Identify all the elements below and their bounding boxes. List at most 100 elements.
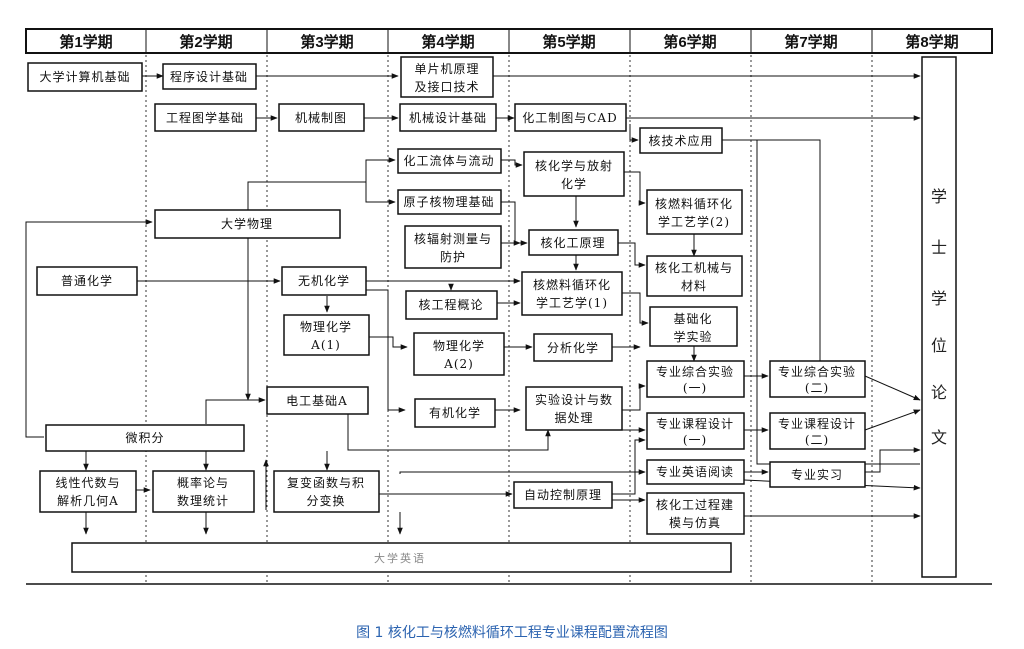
- course-college-physics: 大学物理: [154, 209, 341, 239]
- svg-text:学工艺学(2): 学工艺学(2): [658, 214, 730, 229]
- course-linear-algebra: 线性代数与 解析几何A: [39, 470, 137, 513]
- thesis-char-3: 学: [931, 289, 947, 308]
- svg-text:大学英语: 大学英语: [374, 551, 426, 565]
- svg-text:原子核物理基础: 原子核物理基础: [403, 195, 494, 209]
- svg-text:化学: 化学: [561, 176, 587, 191]
- course-boxes: 大学计算机基础 程序设计基础 单片机原理 及接口技术 工程图学基础 机械制图 机…: [27, 56, 957, 578]
- svg-text:(一): (一): [683, 381, 707, 395]
- svg-text:专业实习: 专业实习: [791, 467, 843, 482]
- svg-text:核化工原理: 核化工原理: [540, 236, 605, 250]
- svg-text:数理统计: 数理统计: [177, 493, 229, 508]
- course-comprehensive-exp-1: 专业综合实验 (一): [646, 360, 745, 398]
- svg-text:物理化学: 物理化学: [433, 338, 485, 353]
- connectors: [25, 73, 921, 535]
- course-microcontroller: 单片机原理 及接口技术: [400, 56, 494, 98]
- course-physical-chemistry-1: 物理化学 A(1): [283, 314, 370, 356]
- course-course-design-2: 专业课程设计 (二): [769, 412, 866, 450]
- svg-text:实验设计与数: 实验设计与数: [535, 392, 613, 407]
- course-radiochem: 核化学与放射 化学: [523, 151, 625, 197]
- thesis-char-6: 文: [931, 428, 947, 447]
- svg-text:核燃料循环化: 核燃料循环化: [533, 277, 611, 292]
- svg-text:核燃料循环化: 核燃料循环化: [655, 196, 733, 211]
- thesis-char-5: 论: [931, 383, 947, 402]
- svg-text:核化工机械与: 核化工机械与: [655, 260, 733, 275]
- svg-text:专业综合实验: 专业综合实验: [778, 364, 856, 379]
- semester-2: 第2学期: [179, 33, 232, 51]
- svg-text:自动控制原理: 自动控制原理: [524, 488, 602, 502]
- figure-caption: 图 1 核化工与核燃料循环工程专业课程配置流程图: [356, 624, 668, 641]
- svg-text:分析化学: 分析化学: [547, 340, 599, 355]
- course-nuclear-chem-principles: 核化工原理: [528, 229, 619, 256]
- svg-text:电工基础A: 电工基础A: [286, 394, 348, 408]
- course-nuclear-tech: 核技术应用: [639, 127, 723, 154]
- svg-text:学工艺学(1): 学工艺学(1): [536, 295, 608, 310]
- semester-header: 第1学期 第2学期 第3学期 第4学期 第5学期 第6学期 第7学期 第8学期: [25, 28, 993, 54]
- semester-5: 第5学期: [542, 33, 595, 51]
- thesis-char-4: 位: [931, 336, 947, 355]
- svg-text:学实验: 学实验: [673, 329, 712, 344]
- course-electrical-basics: 电工基础A: [266, 386, 369, 415]
- svg-text:专业课程设计: 专业课程设计: [778, 416, 856, 431]
- course-nuclear-chem-machinery: 核化工机械与 材料: [646, 255, 743, 297]
- course-english-reading: 专业英语阅读: [646, 459, 745, 485]
- course-comprehensive-exp-2: 专业综合实验 (二): [769, 360, 866, 398]
- course-computer-basics: 大学计算机基础: [27, 62, 143, 92]
- svg-text:核辐射测量与: 核辐射测量与: [414, 231, 492, 246]
- course-experiment-design: 实验设计与数 据处理: [525, 386, 623, 431]
- svg-text:微积分: 微积分: [125, 431, 164, 445]
- course-analytical-chemistry: 分析化学: [533, 333, 613, 362]
- course-fuel-cycle-1: 核燃料循环化 学工艺学(1): [521, 271, 623, 316]
- svg-text:大学物理: 大学物理: [221, 216, 273, 231]
- svg-text:概率论与: 概率论与: [177, 475, 229, 490]
- svg-text:化工制图与CAD: 化工制图与CAD: [522, 111, 617, 125]
- course-fluid-flow: 化工流体与流动: [397, 148, 502, 174]
- course-mech-drawing: 机械制图: [278, 103, 365, 132]
- svg-text:物理化学: 物理化学: [300, 319, 352, 334]
- semester-4: 第4学期: [421, 33, 474, 51]
- svg-text:专业综合实验: 专业综合实验: [656, 364, 734, 379]
- semester-7: 第7学期: [784, 33, 837, 51]
- svg-text:防护: 防护: [440, 249, 466, 264]
- svg-text:(二): (二): [805, 381, 829, 395]
- svg-text:程序设计基础: 程序设计基础: [170, 69, 248, 84]
- semester-6: 第6学期: [663, 33, 716, 51]
- course-internship: 专业实习: [769, 461, 866, 488]
- course-mech-design: 机械设计基础: [399, 103, 497, 132]
- course-eng-drawing: 工程图学基础: [154, 103, 257, 132]
- svg-text:大学计算机基础: 大学计算机基础: [39, 69, 130, 84]
- svg-text:单片机原理: 单片机原理: [414, 62, 479, 76]
- course-fuel-cycle-2: 核燃料循环化 学工艺学(2): [646, 189, 743, 235]
- course-organic-chemistry: 有机化学: [414, 398, 496, 428]
- course-probability: 概率论与 数理统计: [152, 470, 255, 513]
- svg-text:核技术应用: 核技术应用: [648, 133, 713, 148]
- svg-text:专业课程设计: 专业课程设计: [656, 416, 734, 431]
- semester-1: 第1学期: [59, 33, 112, 51]
- svg-text:机械制图: 机械制图: [295, 110, 347, 125]
- svg-text:材料: 材料: [681, 279, 707, 293]
- course-basic-chem-experiment: 基础化 学实验: [649, 306, 738, 347]
- course-physical-chemistry-2: 物理化学 A(2): [413, 332, 505, 376]
- svg-text:无机化学: 无机化学: [298, 273, 350, 288]
- svg-text:化工流体与流动: 化工流体与流动: [403, 154, 494, 168]
- svg-text:有机化学: 有机化学: [429, 405, 481, 420]
- svg-text:A(1): A(1): [310, 338, 341, 352]
- course-complex-functions: 复变函数与积 分变换: [273, 470, 380, 513]
- semester-8: 第8学期: [905, 33, 958, 51]
- course-calculus: 微积分: [45, 424, 245, 452]
- svg-text:据处理: 据处理: [554, 411, 593, 425]
- svg-text:及接口技术: 及接口技术: [414, 79, 479, 94]
- svg-text:机械设计基础: 机械设计基础: [409, 110, 487, 125]
- svg-text:模与仿真: 模与仿真: [669, 516, 721, 530]
- svg-text:核化工过程建: 核化工过程建: [656, 497, 734, 512]
- course-nuclear-eng-intro: 核工程概论: [405, 290, 498, 320]
- semester-separators: [145, 55, 873, 582]
- course-course-design-1: 专业课程设计 (一): [646, 412, 745, 450]
- svg-text:基础化: 基础化: [673, 312, 712, 326]
- svg-text:工程图学基础: 工程图学基础: [166, 110, 244, 125]
- svg-text:解析几何A: 解析几何A: [57, 494, 119, 508]
- svg-text:复变函数与积: 复变函数与积: [287, 475, 365, 490]
- thesis-char-2: 士: [931, 238, 947, 257]
- svg-text:普通化学: 普通化学: [61, 273, 113, 288]
